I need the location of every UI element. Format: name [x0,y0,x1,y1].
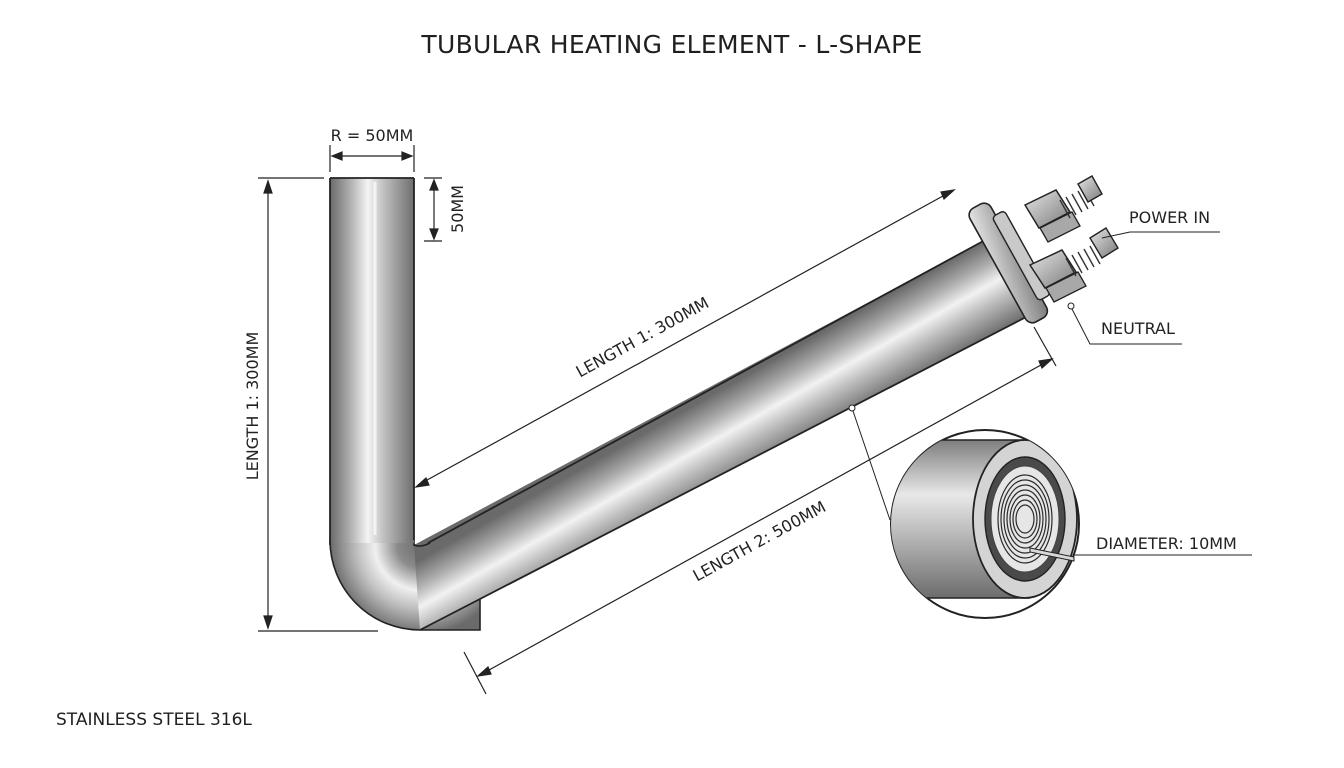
terminal-assembly [968,175,1119,324]
tube-diagonal-leg [414,239,1030,630]
tip-dimension-label: 50MM [448,185,467,233]
callout-leaders [848,231,1252,556]
dimension-lines [258,145,1057,695]
power-in-terminal-stud [1023,175,1103,243]
terminal-flange [968,202,1051,324]
material-label: STAINLESS STEEL 316L [56,710,252,730]
tube-body [329,177,1031,631]
radius-dimension-label: R = 50MM [331,126,414,145]
power-in-label: POWER IN [1129,208,1210,227]
neutral-terminal-stud [1028,227,1119,303]
diameter-label: DIAMETER: 10MM [1096,534,1237,553]
heating-coil [997,474,1053,564]
tube-vertical-leg [330,178,414,543]
diagonal-length1-label: LENGTH 1: 300MM [573,293,712,381]
cross-section-detail [890,429,1080,619]
core-wire [1029,547,1075,562]
diagram-title: TUBULAR HEATING ELEMENT - L-SHAPE [421,30,923,59]
diagonal-length2-label: LENGTH 2: 500MM [690,497,829,585]
vertical-length-label: LENGTH 1: 300MM [243,332,262,481]
neutral-label: NEUTRAL [1101,319,1175,338]
